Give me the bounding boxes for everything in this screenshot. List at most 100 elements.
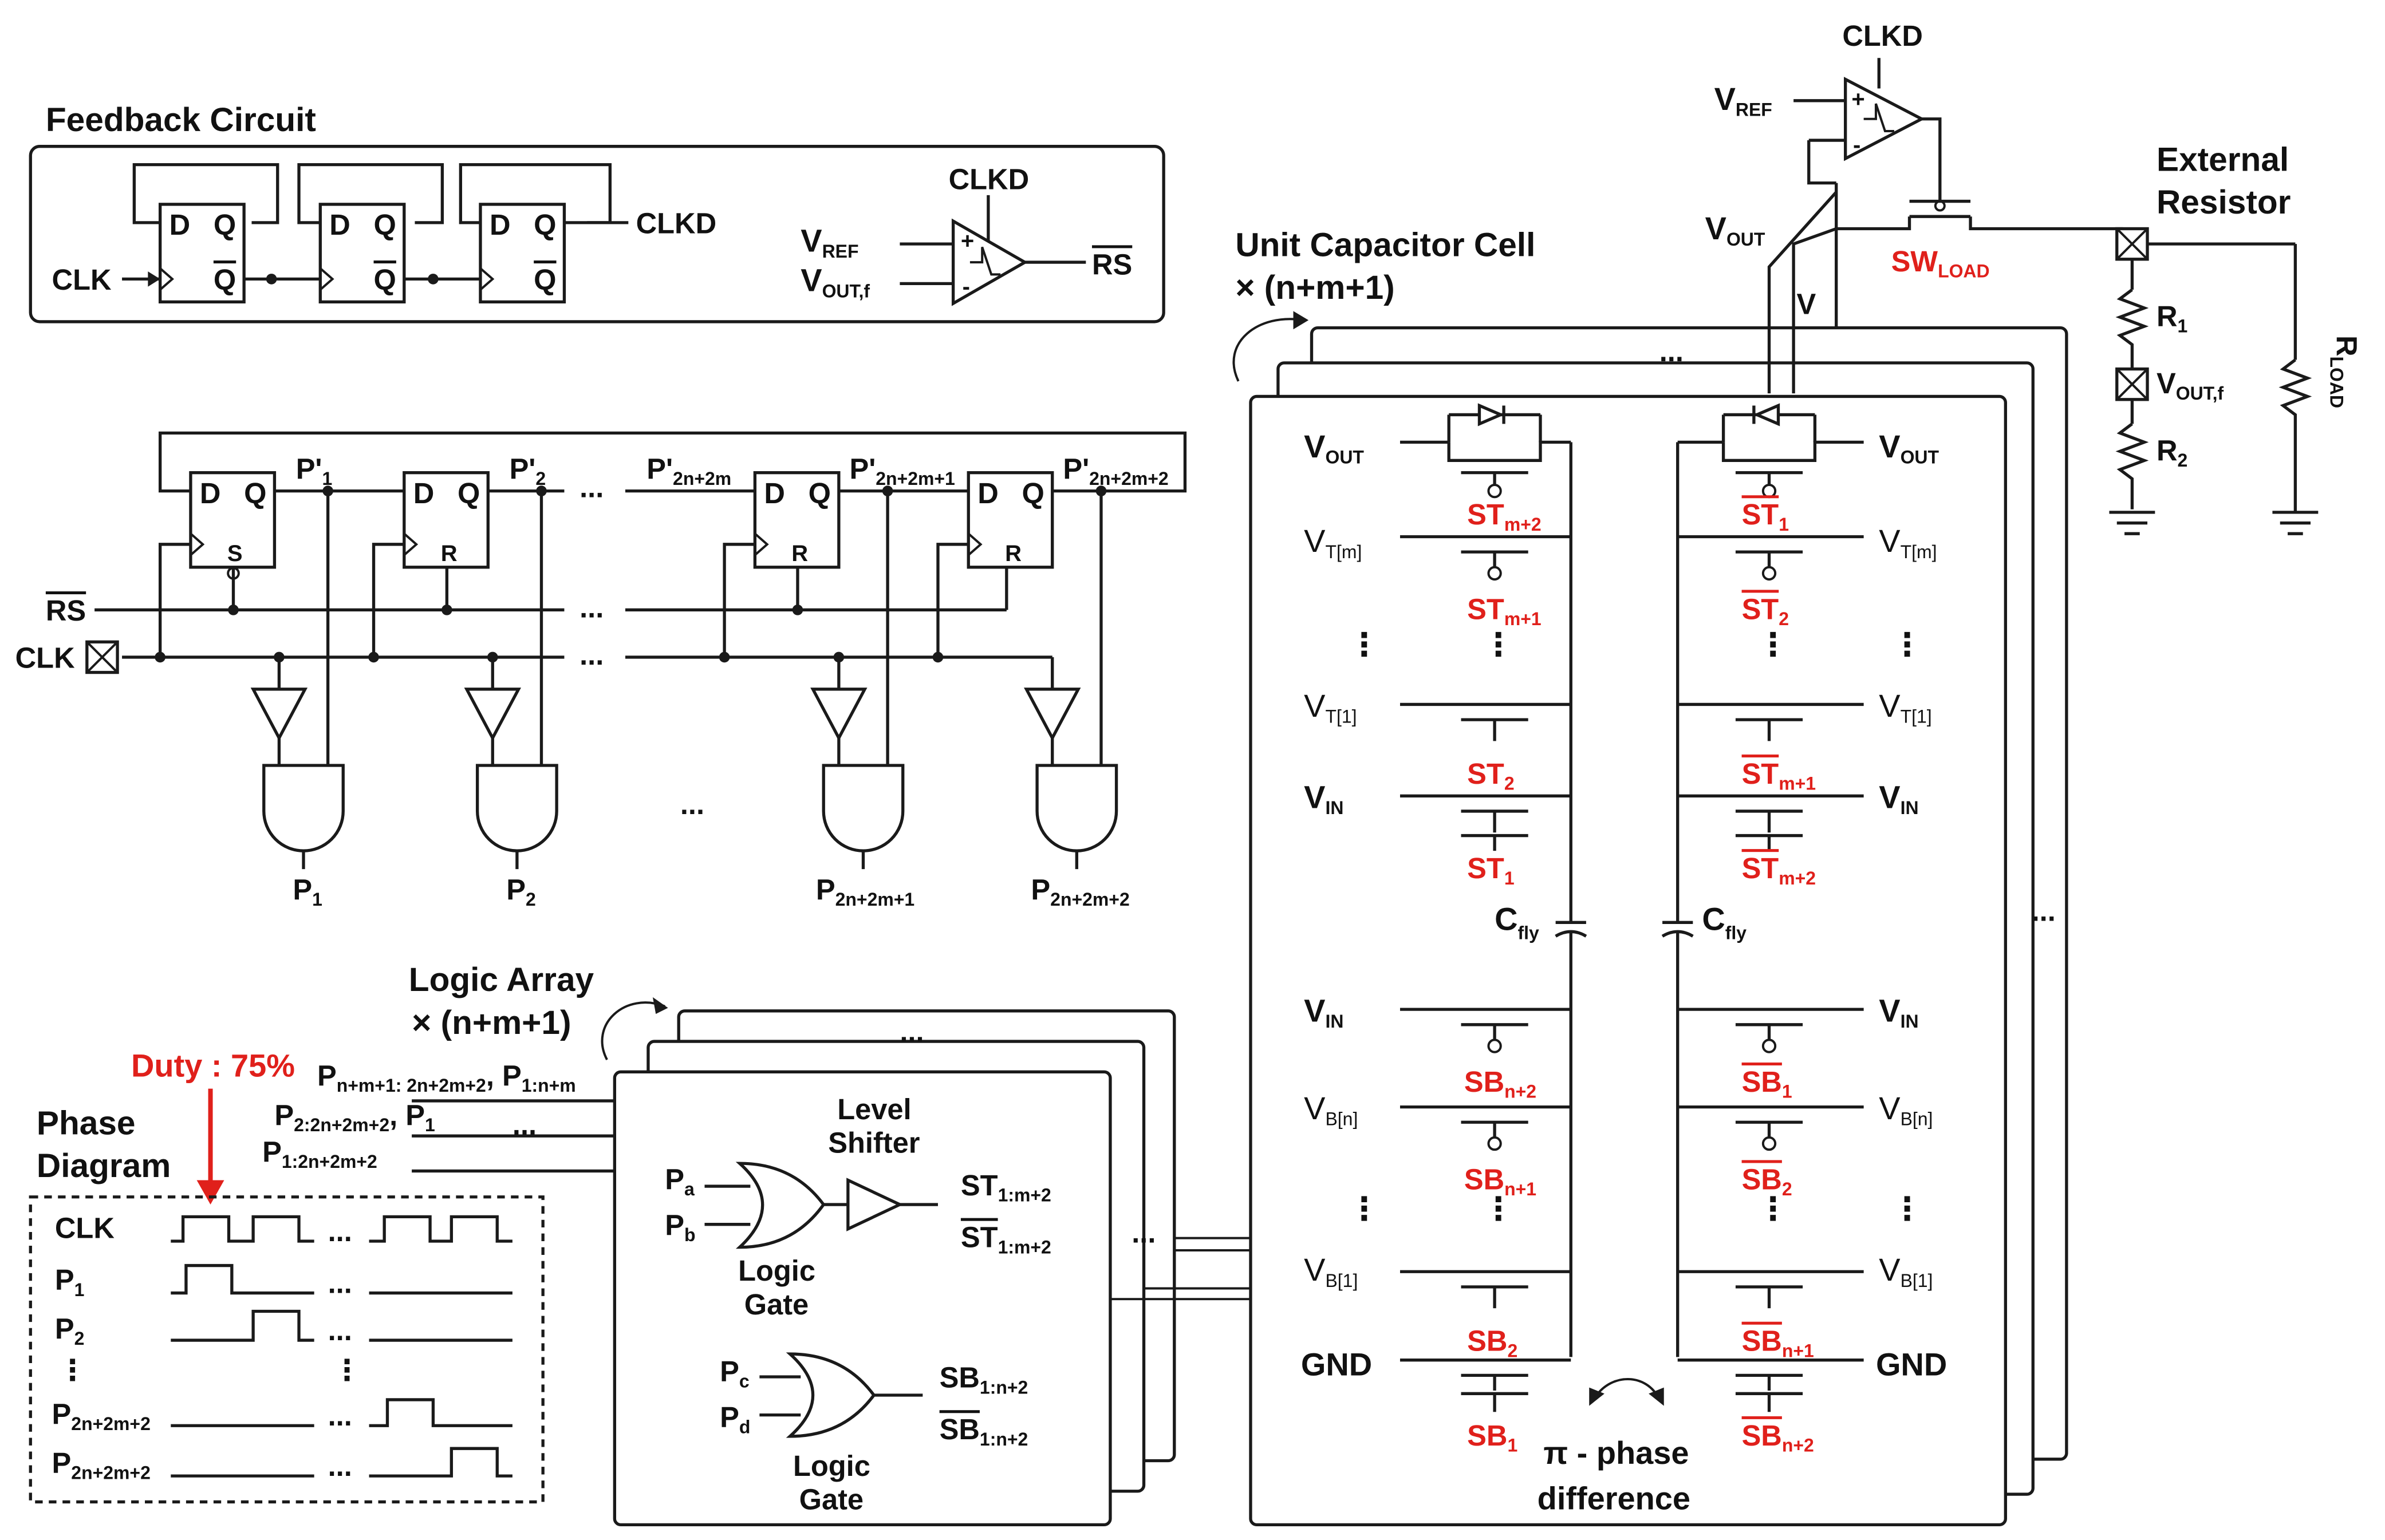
cfly-right-label: Cfly: [1702, 901, 1747, 943]
svg-text:...: ...: [328, 1450, 352, 1482]
pd-label: Pd: [720, 1401, 750, 1438]
svg-text:...: ...: [328, 1215, 352, 1247]
feedback-dff-3: D Q Q: [479, 203, 566, 304]
svg-text:Q: Q: [1022, 477, 1044, 510]
logic-input-1: Pn+m+1: 2n+2m+2, P1:n+m: [317, 1059, 576, 1096]
svg-text:-: -: [1853, 132, 1860, 157]
svg-text:⋮: ⋮: [1757, 1191, 1789, 1227]
svg-text:Q: Q: [374, 263, 396, 296]
svg-text:...: ...: [513, 1108, 537, 1141]
left-switches: [1400, 403, 1571, 1412]
feedback-wire-1: [132, 163, 279, 224]
cfly-left: [1555, 921, 1587, 938]
phase-arrow: [1592, 1378, 1661, 1400]
feedback-wire-2: [297, 163, 444, 224]
left-vin-top: VIN: [1304, 779, 1343, 819]
left-vbn: VB[n]: [1304, 1090, 1358, 1130]
left-st-m1: STm+1: [1467, 593, 1542, 629]
svg-text:+: +: [1851, 86, 1864, 112]
feedback-comp-clkd: CLKD: [949, 163, 1030, 195]
unit-cell-title: Unit Capacitor Cell: [1235, 226, 1535, 263]
phase-diff-2: difference: [1538, 1480, 1690, 1517]
phase-title-1: Phase: [37, 1105, 136, 1142]
level-shifter-2: Shifter: [828, 1127, 920, 1159]
left-st-1: ST1: [1467, 852, 1514, 889]
right-vbn: VB[n]: [1879, 1090, 1933, 1130]
svg-text:...: ...: [580, 638, 604, 671]
output-comparator: + -: [1793, 77, 1925, 161]
p4-wave: [369, 1447, 513, 1478]
and-stage-1: [250, 485, 345, 870]
feedback-voutf: VOUT,f: [801, 262, 870, 302]
pa-label: Pa: [665, 1163, 695, 1199]
unit-cell-arrow: [1232, 318, 1304, 382]
svg-text:Q: Q: [458, 477, 480, 510]
left-sb-n1: SBn+1: [1464, 1163, 1536, 1199]
stbar-out: ST1:m+2: [961, 1221, 1051, 1258]
logic-array-arrow: [601, 1001, 665, 1060]
rload-label: RLOAD: [2327, 335, 2363, 408]
right-vtm: VT[m]: [1879, 523, 1937, 562]
and-stage-2: [464, 485, 558, 870]
right-sbbar-2: SB2: [1742, 1163, 1792, 1199]
svg-text:V: V: [1796, 288, 1816, 321]
p-out-2: P2: [506, 873, 536, 910]
phase-diff-1: π - phase: [1543, 1435, 1689, 1471]
right-switches: [1677, 403, 1864, 1412]
p-prime-2: P'2: [510, 452, 546, 489]
svg-text:R: R: [791, 541, 808, 566]
st-out: ST1:m+2: [961, 1169, 1051, 1206]
feedback-circuit: Feedback Circuit D Q Q D Q Q D Q Q: [29, 101, 1165, 323]
and-stage-4: [1024, 485, 1118, 870]
svg-text:Q: Q: [214, 208, 236, 241]
sb-out: SB1:n+2: [940, 1361, 1028, 1398]
svg-text:...: ...: [2032, 895, 2056, 927]
out-vout: VOUT: [1705, 210, 1765, 250]
left-vin-bot: VIN: [1304, 992, 1343, 1032]
svg-text:D: D: [764, 477, 785, 510]
svg-text:⋮: ⋮: [333, 1353, 362, 1386]
svg-text:Q: Q: [374, 208, 396, 241]
svg-text:⋮: ⋮: [58, 1353, 87, 1386]
svg-text:Q: Q: [534, 263, 556, 296]
feedback-comparator: + -: [900, 195, 1086, 306]
feedback-title: Feedback Circuit: [46, 101, 316, 139]
svg-text:D: D: [169, 208, 191, 241]
p-prime-1: P'1: [296, 452, 333, 489]
svg-text:S: S: [227, 541, 243, 566]
left-sb-n2: SBn+2: [1464, 1065, 1536, 1102]
left-sb-2: SB2: [1467, 1325, 1517, 1361]
left-vt1: VT[1]: [1304, 688, 1357, 727]
level-shifter-1: Level: [837, 1093, 911, 1126]
output-stage: CLKD + - VREF V VOUT SWLOAD Ext: [1705, 19, 2363, 535]
feedback-rs: RS: [1092, 248, 1132, 281]
and-stage-3: [810, 485, 905, 870]
ring-wire: [158, 431, 1187, 493]
svg-text:R: R: [441, 541, 458, 566]
svg-text:...: ...: [580, 471, 604, 503]
right-vin-top: VIN: [1879, 779, 1918, 819]
svg-text:Q: Q: [244, 477, 266, 510]
svg-text:-: -: [963, 274, 970, 299]
svg-text:...: ...: [900, 1015, 924, 1048]
ext-pad-icon: [2115, 227, 2149, 261]
right-vout: VOUT: [1879, 428, 1939, 468]
array-dff-3: D Q R: [625, 471, 969, 663]
or-gate-sb: [759, 1352, 923, 1438]
feedback-clk-label: CLK: [52, 263, 112, 296]
right-stbar-m2: STm+2: [1742, 852, 1816, 889]
svg-text:D: D: [200, 477, 221, 510]
logic-gate-1b: Gate: [744, 1288, 809, 1321]
unit-cell-frame: [1249, 394, 2007, 1527]
dff-array: RS CLK ... ... ... D Q S D: [15, 431, 1187, 910]
svg-text:⋮: ⋮: [1348, 626, 1380, 662]
svg-text:...: ...: [580, 591, 604, 624]
p-prime-2n2m: P'2n+2m: [646, 452, 731, 489]
p1-wave: [171, 1263, 314, 1295]
svg-text:R: R: [1005, 541, 1022, 566]
svg-text:D: D: [490, 208, 511, 241]
right-stbar-m1: STm+1: [1742, 757, 1816, 794]
svg-text:...: ...: [328, 1267, 352, 1300]
svg-text:D: D: [413, 477, 435, 510]
